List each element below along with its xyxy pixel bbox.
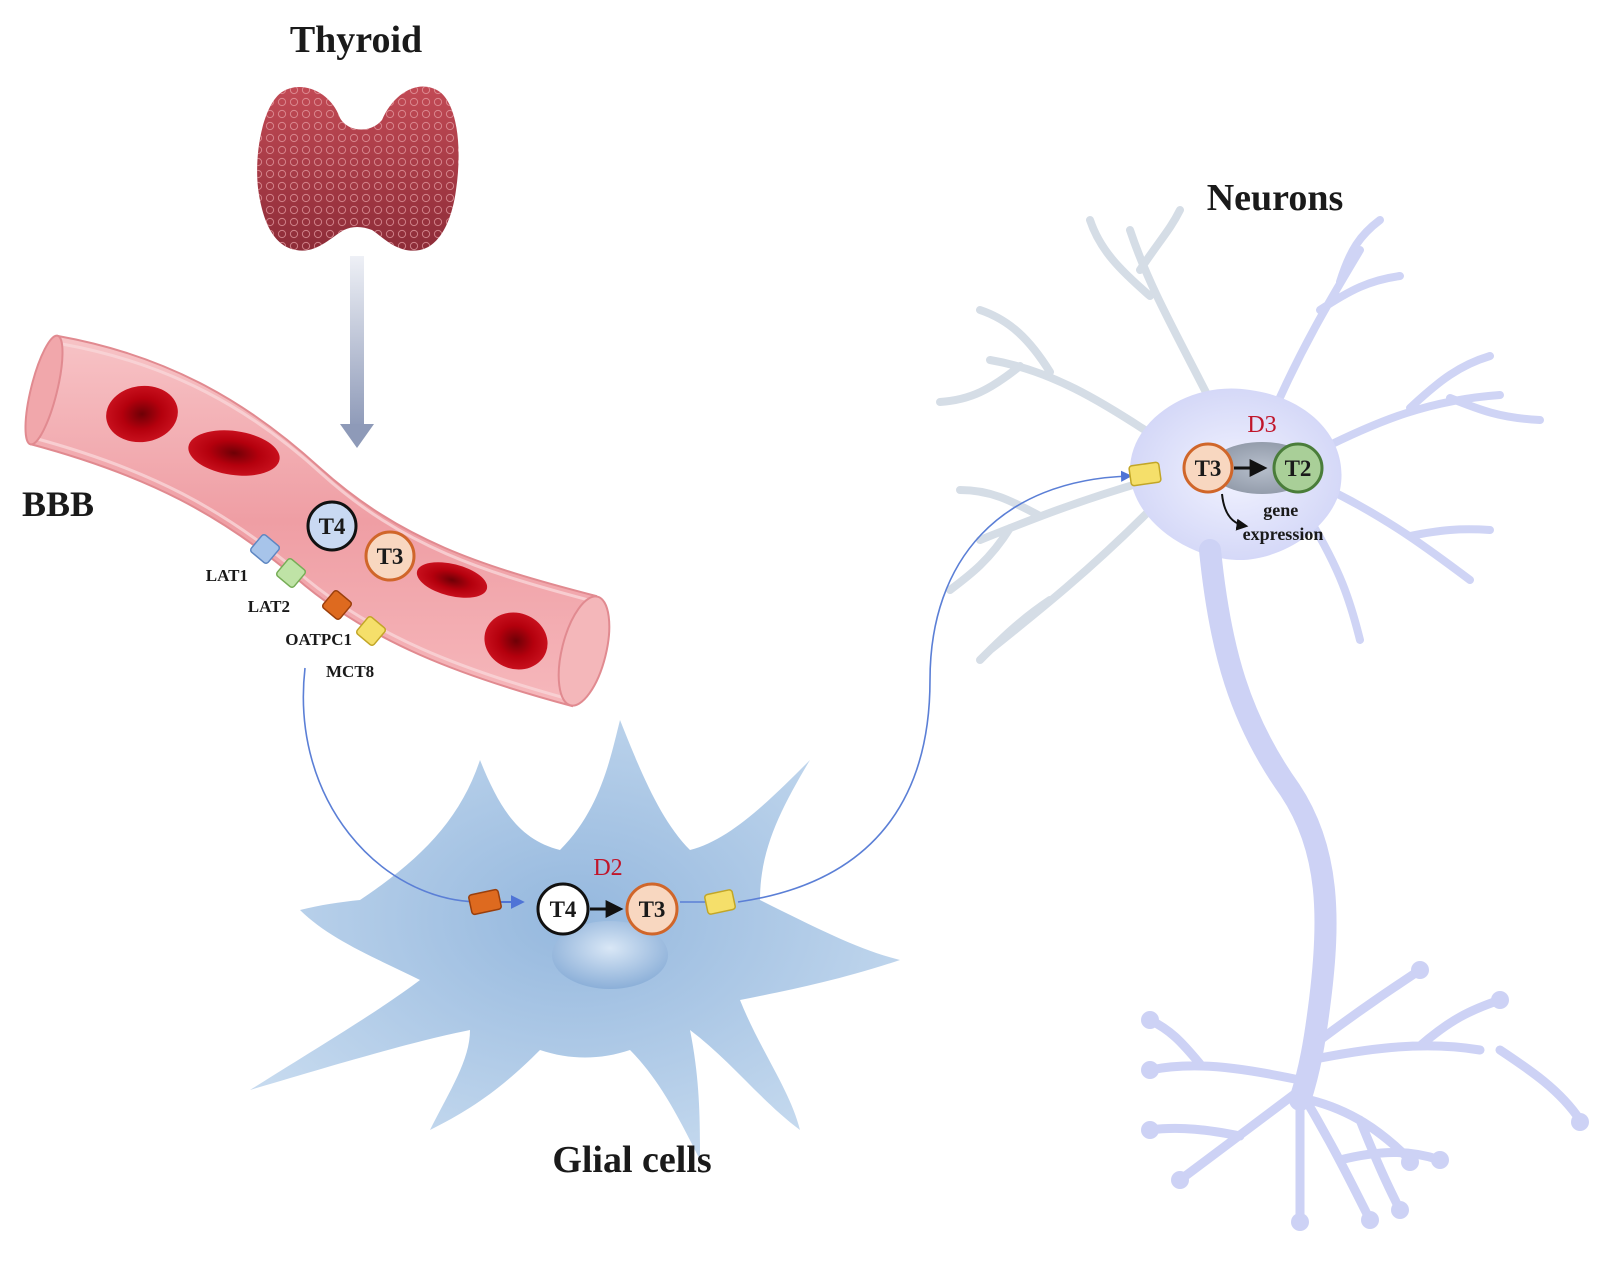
mct8-transporter — [355, 615, 387, 647]
lat1-label: LAT1 — [206, 566, 248, 585]
bbb-label: BBB — [22, 484, 94, 524]
oatpc1-transporter — [321, 589, 353, 621]
thyroid-to-blood-arrow — [340, 256, 374, 448]
glial-cell-illustration — [250, 720, 900, 1160]
lat1-transporter — [249, 533, 281, 565]
vessel-t3: T3 — [364, 530, 416, 582]
glia-d2-enzyme: D2 — [593, 855, 622, 881]
glia-oatpc1-transporter — [468, 888, 502, 916]
lat2-label: LAT2 — [248, 597, 290, 616]
gene-expression-arrow — [1221, 493, 1249, 531]
neurons-title: Neurons — [1207, 177, 1344, 219]
thyroid-gland-illustration — [257, 86, 459, 251]
glia-t3: T3 — [625, 882, 679, 936]
glia-mct8-transporter — [704, 889, 736, 915]
neuron-t3: T3 — [1182, 442, 1234, 494]
oatpc1-label: OATPC1 — [285, 630, 352, 649]
svg-text:T3: T3 — [639, 897, 666, 922]
neuron-t2: T2 — [1272, 442, 1324, 494]
thyroid-title: Thyroid — [290, 19, 422, 61]
red-blood-cells — [106, 385, 548, 670]
gene-expression-label: gene expression — [1243, 500, 1324, 544]
vessel-t4: T4 — [306, 500, 358, 552]
neuron-illustration — [936, 206, 1589, 1231]
svg-text:T2: T2 — [1285, 456, 1312, 481]
mct8-label: MCT8 — [326, 662, 374, 681]
svg-text:T3: T3 — [1195, 456, 1222, 481]
neuron-d3-enzyme: D3 — [1247, 412, 1276, 438]
glia-to-neuron-arrow — [737, 470, 1133, 903]
neuron-mct8-transporter — [1128, 461, 1162, 487]
svg-text:T4: T4 — [319, 514, 346, 539]
lat2-transporter — [275, 557, 307, 589]
svg-text:T4: T4 — [550, 897, 577, 922]
svg-text:T3: T3 — [377, 544, 404, 569]
vessel-to-glia-arrow — [302, 667, 479, 903]
glial-cells-title: Glial cells — [552, 1139, 711, 1181]
glia-t4: T4 — [536, 882, 590, 936]
